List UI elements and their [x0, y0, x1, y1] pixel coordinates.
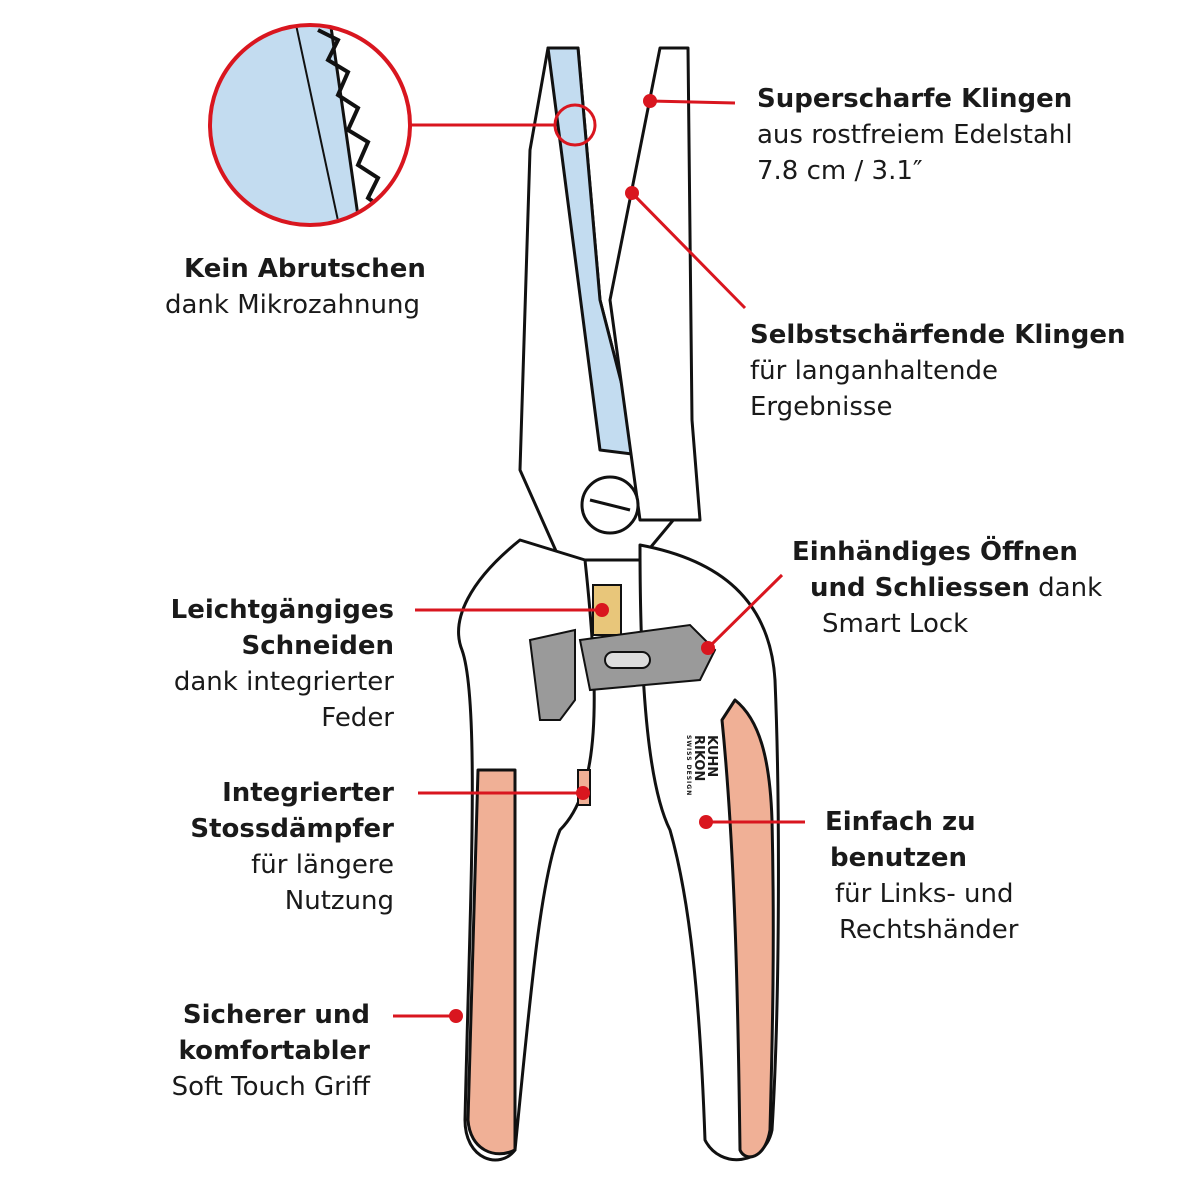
- callout-serration: Kein Abrutschen dank Mikrozahnung: [165, 254, 426, 320]
- callout-one-hand: Einhändiges Öffnen und Schliessen dank S…: [792, 537, 1103, 639]
- callout-dots: [449, 94, 715, 1023]
- callout-easy-use: Einfach zu benutzen für Links- und Recht…: [825, 807, 1019, 945]
- callout-self-sharpening: Selbstschärfende Klingen für langanhalte…: [750, 320, 1126, 422]
- smart-lock: [528, 623, 717, 721]
- callout-lines: [393, 99, 805, 1018]
- callout-blades: Superscharfe Klingen aus rostfreiem Edel…: [757, 84, 1073, 186]
- serration-magnifier: [208, 23, 412, 227]
- callout-spring: Leichtgängiges Schneiden dank integriert…: [170, 595, 394, 733]
- brand-logo: KUHN RIKON SWISS DESIGN: [685, 735, 719, 797]
- blades: [518, 46, 702, 562]
- pivot-screw: [580, 475, 640, 535]
- callout-damper: Integrierter Stossdämpfer für längere Nu…: [190, 778, 394, 916]
- callout-grip: Sicherer und komfortabler Soft Touch Gri…: [171, 1000, 370, 1102]
